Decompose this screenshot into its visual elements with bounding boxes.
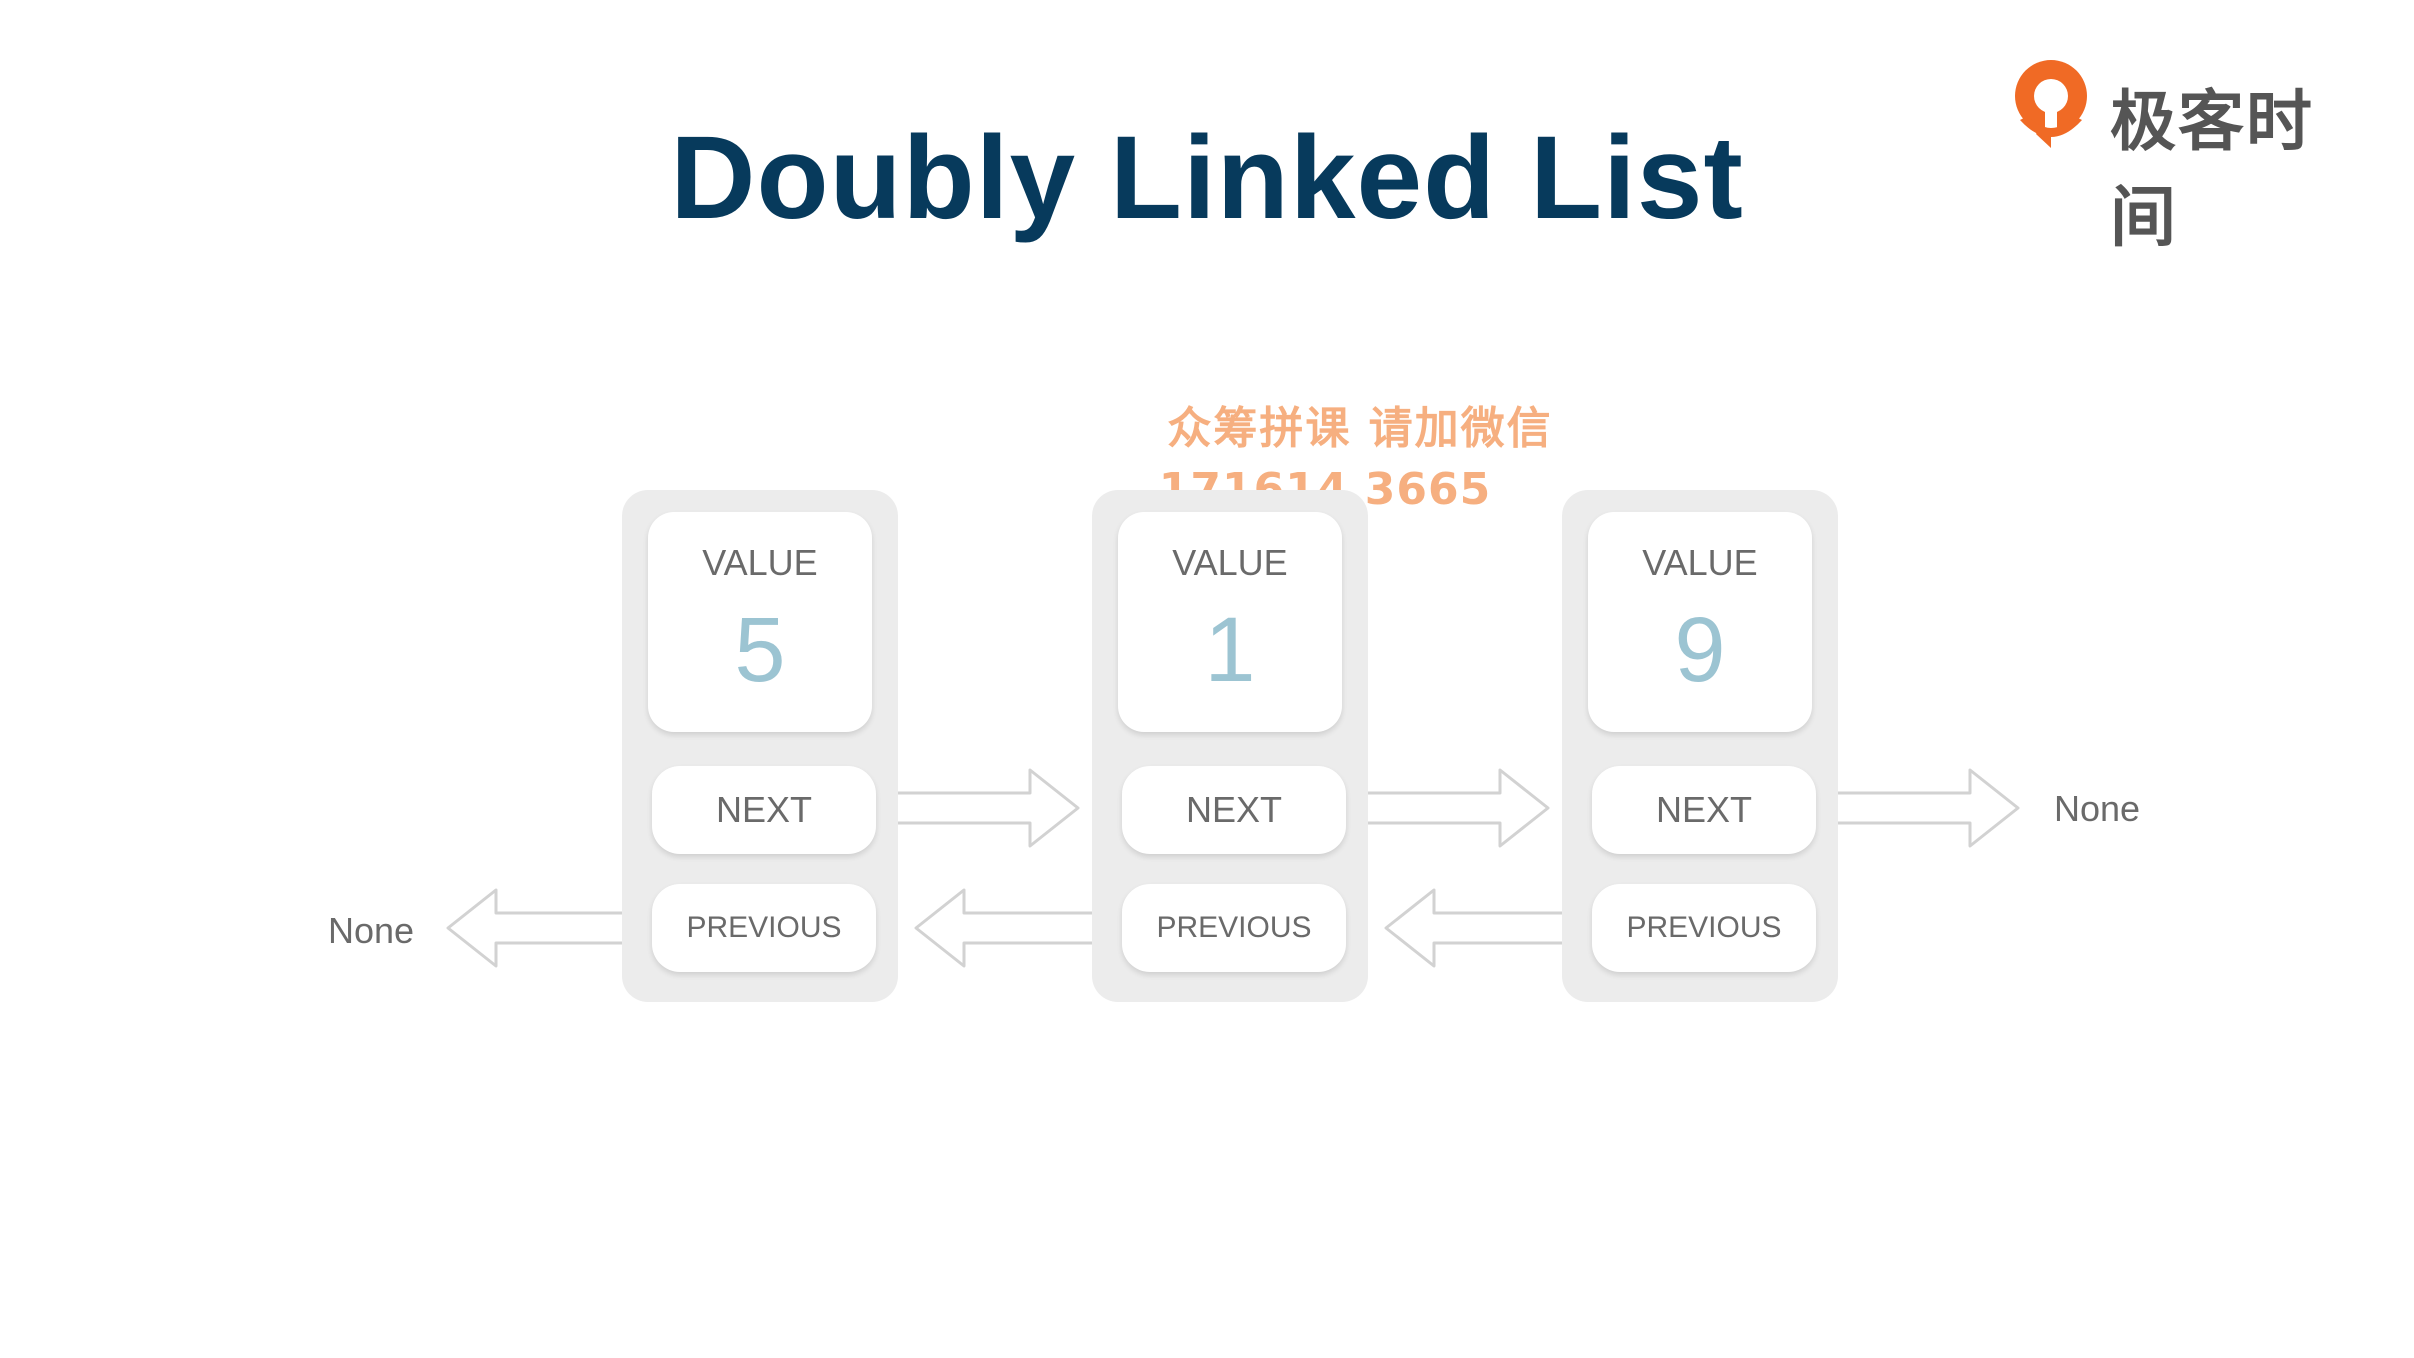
node-value: 5 xyxy=(734,599,786,701)
next-arrow-3 xyxy=(1808,768,2020,848)
value-box: VALUE 5 xyxy=(648,512,872,732)
head-none-label: None xyxy=(328,910,415,951)
watermark-line-1: 众筹拼课 请加微信 xyxy=(1167,403,1553,454)
list-node: VALUE 1 NEXT PREVIOUS xyxy=(1092,490,1368,1002)
next-pointer: NEXT xyxy=(1592,766,1816,854)
next-arrow-2 xyxy=(1338,768,1550,848)
next-arrow-1 xyxy=(868,768,1080,848)
logo-text: 极客时间 xyxy=(2110,83,2314,256)
node-value: 1 xyxy=(1204,599,1256,701)
brand-logo: 极客时间 xyxy=(2010,58,2380,256)
list-node: VALUE 9 NEXT PREVIOUS xyxy=(1562,490,1838,1002)
previous-pointer: PREVIOUS xyxy=(1592,884,1816,972)
previous-pointer: PREVIOUS xyxy=(652,884,876,972)
next-pointer: NEXT xyxy=(652,766,876,854)
value-label: VALUE xyxy=(702,542,818,583)
previous-pointer: PREVIOUS xyxy=(1122,884,1346,972)
tail-none-label: None xyxy=(2054,788,2141,829)
next-pointer: NEXT xyxy=(1122,766,1346,854)
value-label: VALUE xyxy=(1172,542,1288,583)
geektime-logo-icon xyxy=(2015,60,2087,148)
value-box: VALUE 1 xyxy=(1118,512,1342,732)
value-box: VALUE 9 xyxy=(1588,512,1812,732)
node-value: 9 xyxy=(1674,599,1726,701)
slide-title: Doubly Linked List xyxy=(670,112,1744,244)
list-node: VALUE 5 NEXT PREVIOUS xyxy=(622,490,898,1002)
value-label: VALUE xyxy=(1642,542,1758,583)
